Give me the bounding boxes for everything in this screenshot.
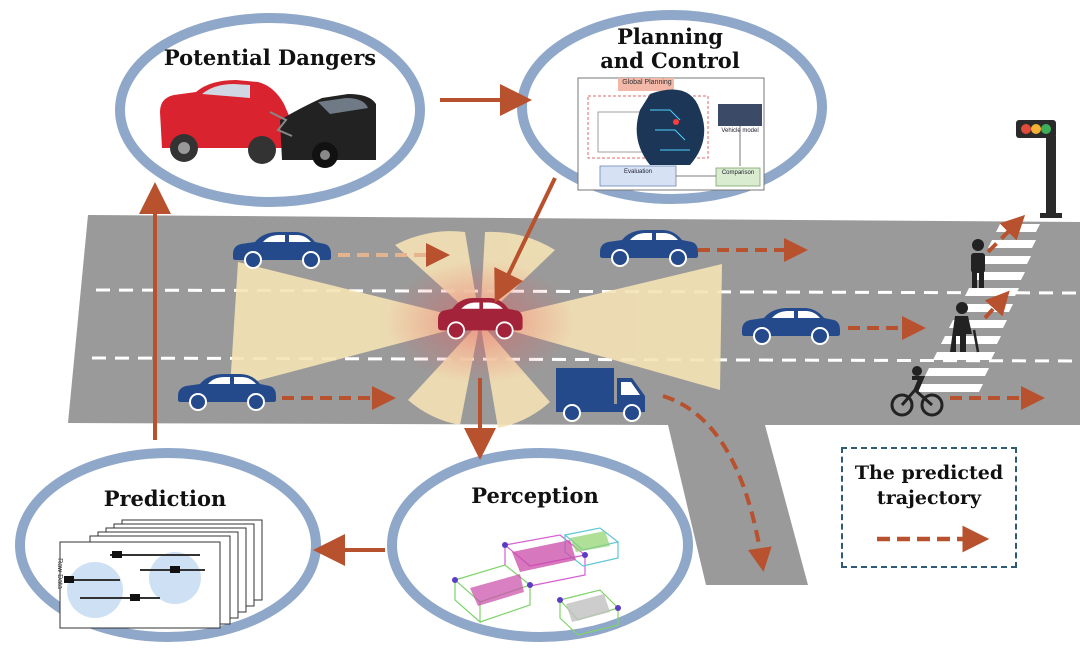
elderly-pedestrian-icon [950, 302, 980, 353]
planning-and-control-label: Planning and Control [590, 24, 750, 74]
ego-car-icon [438, 298, 523, 340]
legend-text: The predicted trajectory [843, 461, 1015, 510]
planning-flowchart-image [577, 77, 765, 191]
stage-ring-perception [387, 448, 693, 642]
cyclist-icon [890, 366, 944, 417]
prediction-thumb-axis-label: Raw Data [55, 558, 63, 589]
legend-box: The predicted trajectory [841, 447, 1017, 568]
prediction-label: Prediction [103, 486, 227, 511]
legend-line1: The predicted [854, 462, 1004, 484]
planning-thumb-vehicle-model: Vehicle model [721, 128, 759, 134]
perception-3d-boxes-image [452, 527, 621, 636]
crashed-cars-image [160, 80, 376, 168]
planning-thumb-header: Global Planning [622, 79, 672, 86]
traffic-light-icon [1016, 120, 1062, 218]
potential-dangers-label: Potential Dangers [163, 45, 377, 70]
truck-icon [556, 368, 645, 422]
predicted-trajectories [282, 214, 1045, 572]
planning-thumb-comparison: Comparison [721, 170, 755, 176]
cycle-arrows [139, 84, 557, 566]
prediction-frames-image [59, 519, 263, 629]
pedestrian-icon [971, 239, 985, 288]
planning-label-line1: Planning [617, 24, 723, 49]
planning-label-line2: and Control [600, 48, 740, 74]
perception-label: Perception [471, 483, 599, 508]
planning-thumb-evaluation: Evaluation [623, 169, 653, 175]
legend-line2: trajectory [876, 486, 982, 509]
